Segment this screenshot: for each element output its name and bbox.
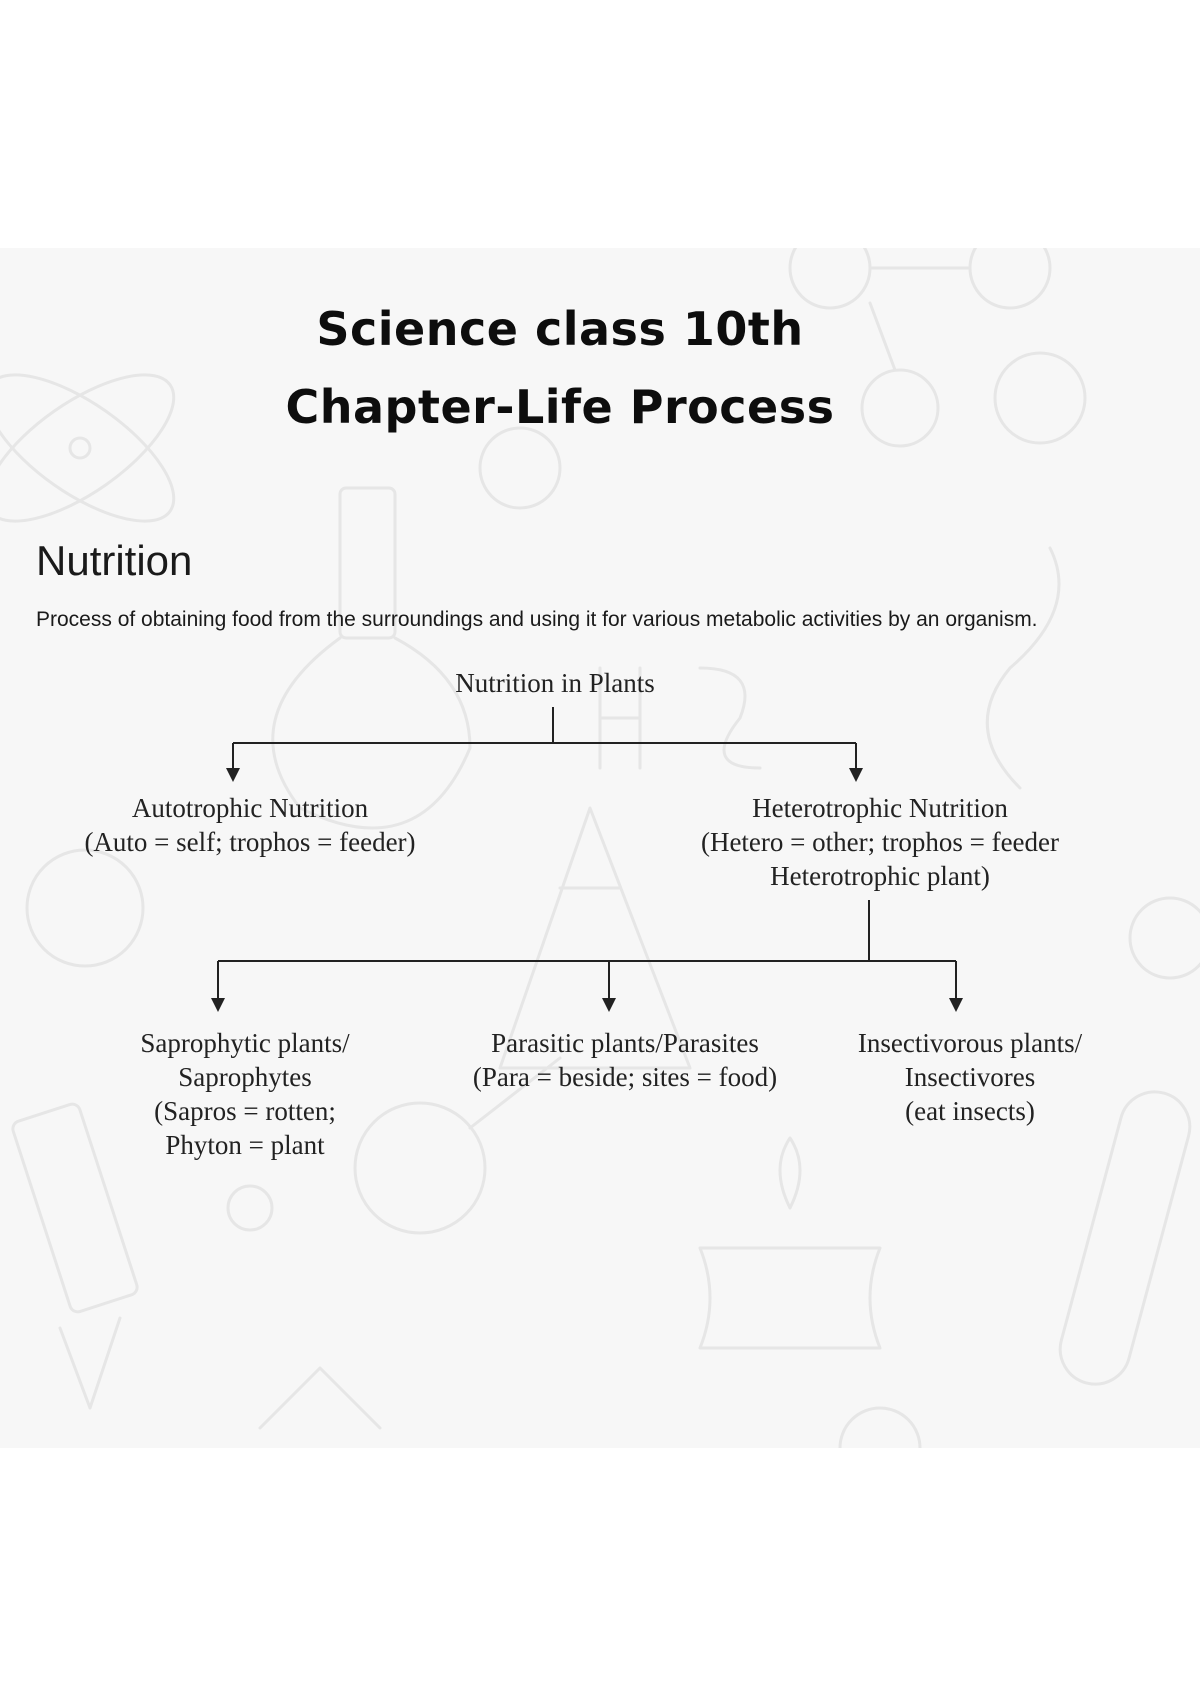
saprophytic-title: Saprophytic plants/ — [140, 1028, 350, 1058]
background-panel — [0, 248, 1200, 1448]
autotrophic-arrow-head — [226, 768, 240, 782]
insectivorous-description: (eat insects) — [905, 1096, 1035, 1126]
insectivorous-arrow-head — [949, 998, 963, 1012]
parasitic-etymology: (Para = beside; sites = food) — [472, 1062, 778, 1092]
saprophytic-arrow-head — [211, 998, 225, 1012]
node-root-label: Nutrition in Plants — [455, 668, 655, 698]
heterotrophic-arrow-head — [849, 768, 863, 782]
saprophytic-etymology-1: (Sapros = rotten; — [154, 1096, 336, 1126]
title-line-2: Chapter-Life Process — [285, 380, 835, 434]
autotrophic-title: Autotrophic Nutrition — [131, 793, 369, 823]
section-heading: Nutrition — [36, 537, 193, 584]
science-doodle-pattern — [0, 248, 1200, 1448]
node-parasitic-plants: Parasitic plants/Parasites (Para = besid… — [430, 1026, 820, 1094]
saprophytic-alt-name: Saprophytes — [178, 1062, 312, 1092]
insectivorous-alt-name: Insectivores — [904, 1062, 1036, 1092]
heterotrophic-note: Heterotrophic plant) — [770, 861, 990, 891]
section-definition: Process of obtaining food from the surro… — [36, 608, 1038, 631]
node-autotrophic-nutrition: Autotrophic Nutrition (Auto = self; trop… — [40, 791, 460, 859]
node-nutrition-in-plants: Nutrition in Plants — [400, 666, 710, 700]
node-saprophytic-plants: Saprophytic plants/ Saprophytes (Sapros … — [90, 1026, 400, 1162]
autotrophic-etymology: (Auto = self; trophos = feeder) — [84, 827, 416, 857]
node-insectivorous-plants: Insectivorous plants/ Insectivores (eat … — [820, 1026, 1120, 1128]
parasitic-arrow-head — [602, 998, 616, 1012]
heterotrophic-title: Heterotrophic Nutrition — [752, 793, 1008, 823]
title-line-1: Science class 10th — [316, 302, 804, 356]
heterotrophic-etymology: (Hetero = other; trophos = feeder — [700, 827, 1060, 857]
insectivorous-title: Insectivorous plants/ — [857, 1028, 1083, 1058]
node-heterotrophic-nutrition: Heterotrophic Nutrition (Hetero = other;… — [660, 791, 1100, 893]
parasitic-title: Parasitic plants/Parasites — [491, 1028, 759, 1058]
saprophytic-etymology-2: Phyton = plant — [165, 1130, 325, 1160]
